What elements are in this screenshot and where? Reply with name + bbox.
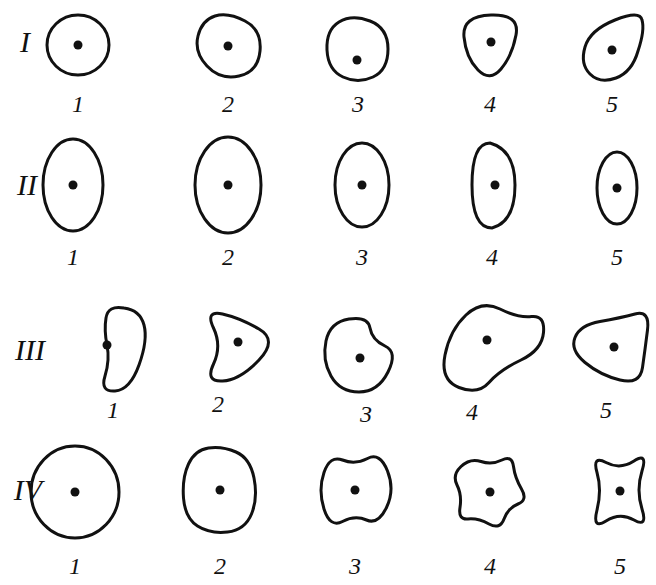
row-numeral: II [17,170,37,200]
callout-number: 3 [356,245,368,269]
row-numeral: I [20,27,30,57]
callout-number: 1 [72,92,84,116]
cell-outline [47,15,109,75]
cell-outline [325,318,393,392]
cell-outline [464,15,517,76]
callout-number: 5 [600,398,612,422]
cell-outline [211,313,269,381]
callout-number: 4 [486,245,498,269]
callout-number: 5 [606,92,618,116]
cell-outline [31,446,119,538]
nucleus-dots [69,38,625,497]
callout-number: 1 [67,245,79,269]
row-numeral: III [15,335,45,365]
callout-number: 2 [214,554,226,578]
callout-number: 5 [611,245,623,269]
cell-outline [574,313,648,381]
cell-outline [596,458,644,524]
callout-number: 1 [69,554,81,578]
callout-number: 3 [352,92,364,116]
cell-outline [104,307,145,391]
cell-outline [472,143,515,228]
callout-number: 4 [484,92,496,116]
cell-outline [197,15,260,77]
callout-number: 5 [614,554,626,578]
cell-outline [321,457,391,523]
callout-number: 1 [107,398,119,422]
cell-outline [327,18,388,81]
callout-number: 4 [484,554,496,578]
row-numeral: IV [14,475,42,505]
callout-number: 2 [222,92,234,116]
cell-outline [455,458,524,526]
cell-outline [583,15,643,80]
callout-number: 2 [212,392,224,416]
callout-number: 3 [349,554,361,578]
callout-number: 4 [466,400,478,424]
cell-outline [335,143,389,227]
cell-outline [444,306,544,391]
cell-outline [597,152,637,224]
callout-number: 2 [222,245,234,269]
cell-outline [183,448,255,533]
cell-outline [43,139,103,231]
cell-outline [195,137,261,233]
callout-number: 3 [360,402,372,426]
